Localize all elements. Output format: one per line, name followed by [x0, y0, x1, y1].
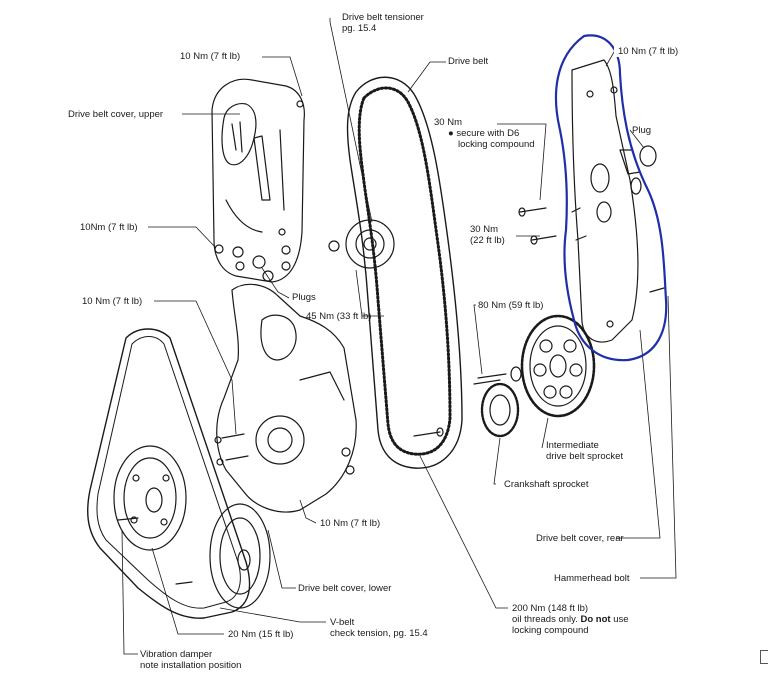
label-torque-30-22: 30 Nm (22 ft lb)	[470, 224, 505, 246]
page-corner-mark	[760, 650, 768, 664]
v-belt	[87, 328, 251, 619]
torque-30-22-line2: (22 ft lb)	[470, 235, 505, 246]
tensioner-note: pg. 15.4	[342, 23, 377, 34]
label-drive-belt-cover-upper: Drive belt cover, upper	[68, 109, 164, 120]
torque-30-note1-text: secure with D6	[456, 128, 520, 139]
damper-note: note installation position	[140, 660, 242, 671]
drive-belt-cover-upper	[211, 78, 305, 283]
label-torque-30-secure: 30 Nm ● secure with D6 locking compound	[434, 117, 535, 150]
torque-200-note-bold: Do not	[580, 614, 611, 625]
damper-title: Vibration damper	[140, 649, 213, 660]
tensioner-title: Drive belt tensioner	[342, 12, 424, 23]
label-torque-10-mid: 10 Nm (7 ft lb)	[320, 518, 381, 529]
torque-30-note1: ● secure with D6	[448, 128, 520, 139]
vibration-damper	[113, 445, 187, 551]
drive-belt	[346, 76, 463, 469]
label-torque-top-left: 10 Nm (7 ft lb)	[180, 51, 241, 62]
drive-belt-tensioner	[328, 219, 395, 269]
drive-belt-cover-lower	[214, 283, 357, 513]
label-drive-belt-tensioner: Drive belt tensioner pg. 15.4	[342, 12, 424, 34]
bolts-rear	[518, 207, 557, 245]
drive-belt-cover-rear	[571, 59, 665, 343]
fasteners-upper	[214, 244, 274, 282]
annotation-circle	[554, 34, 668, 362]
label-drive-belt-cover-lower: Drive belt cover, lower	[298, 583, 392, 594]
intermediate-sprocket	[520, 314, 596, 418]
label-torque-45: 45 Nm (33 ft lb)	[306, 311, 372, 322]
leader-lines	[121, 18, 677, 655]
label-vibration-damper: Vibration damper note installation posit…	[140, 649, 241, 671]
label-torque-20: 20 Nm (15 ft lb)	[228, 629, 294, 640]
torque-200-note: oil threads only. Do not use	[512, 614, 629, 625]
label-torque-80: 80 Nm (59 ft lb)	[478, 300, 544, 311]
torque-30-22-line1: 30 Nm	[470, 224, 498, 235]
crankshaft-sprocket	[413, 379, 520, 438]
label-torque-10-left-low: 10 Nm (7 ft lb)	[82, 296, 143, 307]
label-torque-top-right: 10 Nm (7 ft lb)	[614, 46, 679, 57]
label-intermediate-sprocket: Intermediate drive belt sprocket	[546, 440, 623, 462]
label-plugs: Plugs	[292, 292, 316, 303]
torque-200-note-post: use	[613, 614, 629, 625]
bolt-80nm	[477, 366, 522, 382]
label-drive-belt-cover-rear: Drive belt cover, rear	[536, 533, 624, 544]
v-belt-note: check tension, pg. 15.4	[330, 628, 428, 639]
torque-200-note-pre: oil threads only.	[512, 614, 578, 625]
label-v-belt: V-belt check tension, pg. 15.4	[330, 617, 428, 639]
crank-pulley	[175, 503, 271, 609]
label-drive-belt: Drive belt	[448, 56, 489, 67]
label-torque-10-left-mid: 10Nm (7 ft lb)	[80, 222, 138, 233]
label-crankshaft-sprocket: Crankshaft sprocket	[504, 479, 589, 490]
label-hammerhead-bolt: Hammerhead bolt	[554, 573, 630, 584]
torque-200-title: 200 Nm (148 ft lb)	[512, 603, 589, 614]
intermediate-line2: drive belt sprocket	[546, 451, 624, 462]
label-plug: Plug	[632, 125, 652, 136]
intermediate-line1: Intermediate	[546, 440, 599, 451]
v-belt-title: V-belt	[330, 617, 355, 628]
torque-30-note2: locking compound	[458, 139, 535, 150]
torque-30-title: 30 Nm	[434, 117, 462, 128]
torque-200-note2: locking compound	[512, 625, 589, 636]
label-torque-200: 200 Nm (148 ft lb) oil threads only. Do …	[512, 603, 629, 636]
